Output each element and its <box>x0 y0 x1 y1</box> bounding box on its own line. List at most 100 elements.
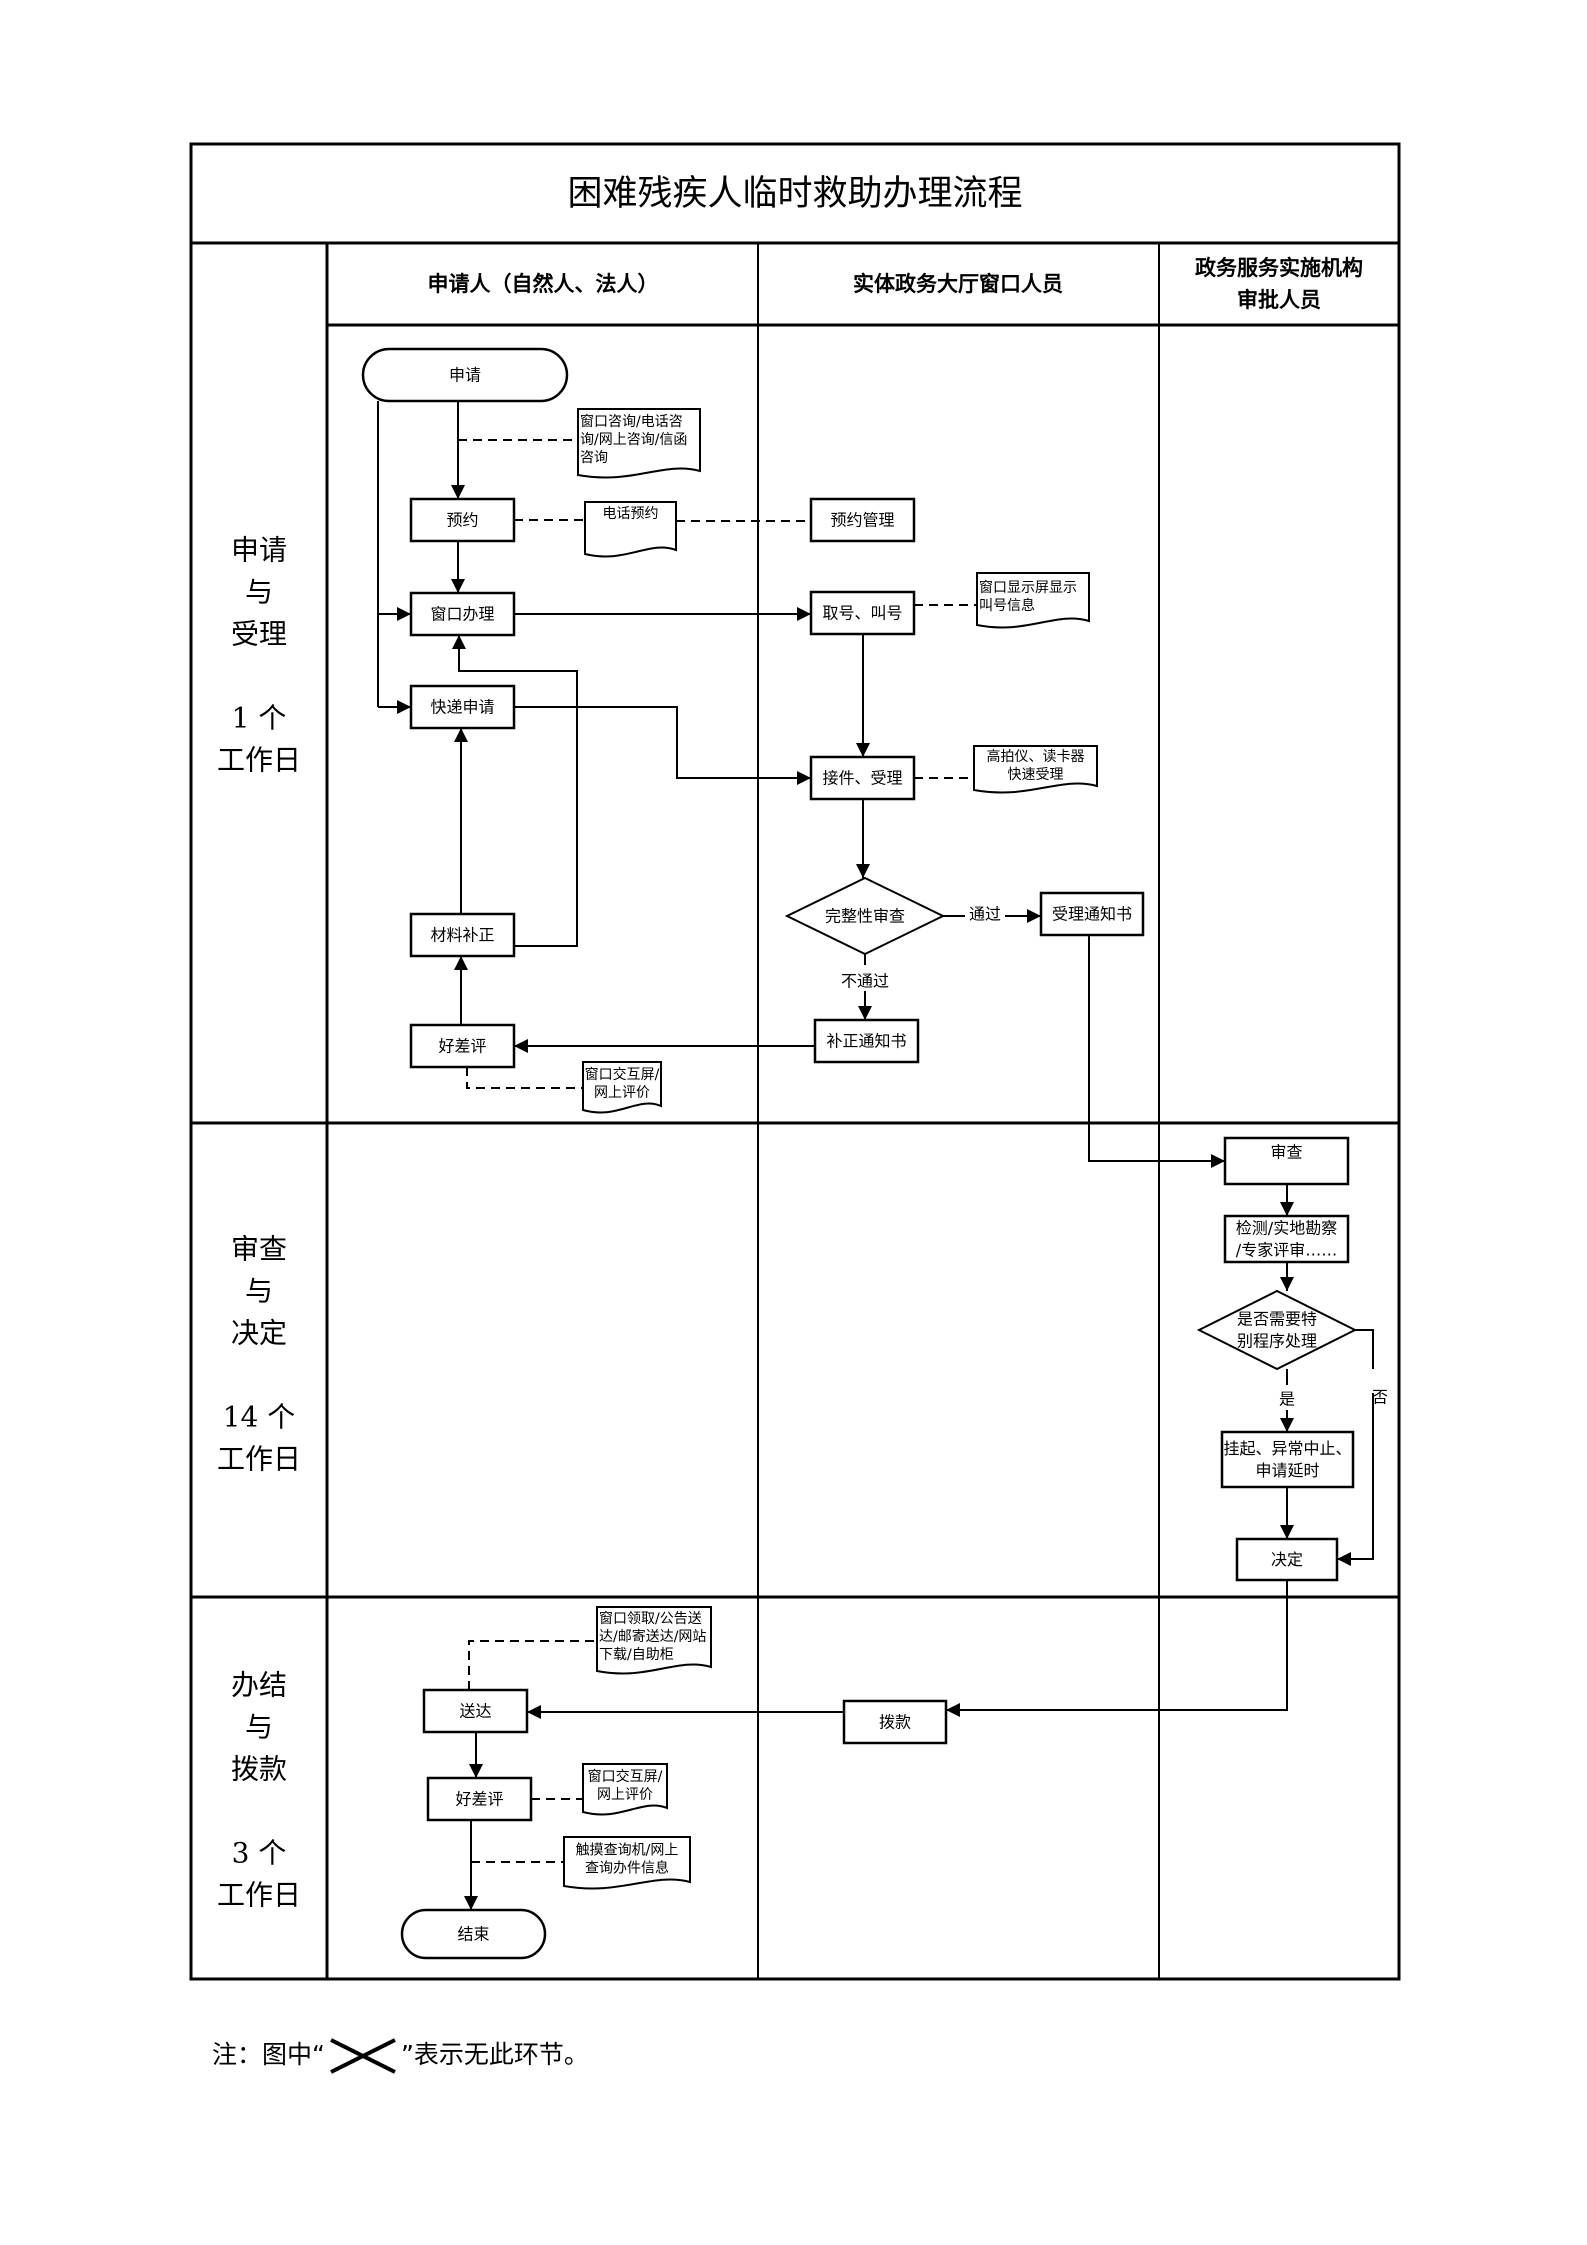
node-fix-notice: 补正通知书 <box>813 1018 920 1064</box>
process-shape <box>1223 1214 1350 1264</box>
document-phone-reserve: 电话预约 <box>584 501 677 558</box>
note-suffix: ”表示无此环节。 <box>400 2040 589 2069</box>
lane-header-window: 实体政务大厅窗口人员 <box>853 272 1063 296</box>
process-shape <box>409 1023 516 1069</box>
document-eval2: 窗口交互屏/网上评价 <box>582 1763 668 1816</box>
process-shape <box>409 684 516 730</box>
node-payment: 拨款 <box>842 1699 948 1745</box>
document-label: 叫号信息 <box>979 597 1035 614</box>
node-label: 快递申请 <box>430 698 494 717</box>
document-label: 咨询 <box>580 450 608 466</box>
document-label: 快速受理 <box>1008 767 1064 783</box>
node-take-number: 取号、叫号 <box>809 590 916 636</box>
phase-label: 3 个 <box>232 1837 287 1870</box>
process-shape <box>809 590 916 636</box>
edge-label-yes: 是 <box>1279 1390 1295 1409</box>
phase-label: 工作日 <box>217 1443 301 1476</box>
node-express-apply: 快递申请 <box>409 684 516 730</box>
edge-label-no: 否 <box>1372 1388 1388 1407</box>
phase-label: 与 <box>245 576 273 609</box>
node-receive: 接件、受理 <box>809 755 916 801</box>
process-shape <box>409 912 516 958</box>
edge-label-fail: 不通过 <box>841 972 889 991</box>
node-label: 申请 <box>449 366 481 385</box>
legend-note: 注：图中“ ”表示无此环节。 <box>212 2035 589 2076</box>
edge-express-to-receive <box>514 706 811 785</box>
node-accept-notice: 受理通知书 <box>1039 891 1145 937</box>
phase-label: 与 <box>245 1275 273 1308</box>
page-title: 困难残疾人临时救助办理流程 <box>567 174 1022 214</box>
document-shape <box>596 1606 712 1675</box>
document-label: 询/网上咨询/信函 <box>580 432 687 448</box>
document-label: 触摸查询机/网上 <box>576 1843 679 1859</box>
node-label: 拨款 <box>879 1713 911 1732</box>
node-label: 好差评 <box>455 1790 503 1809</box>
node-rating1: 好差评 <box>409 1023 516 1069</box>
cross-mark-icon <box>330 2038 396 2074</box>
document-shape <box>584 501 677 558</box>
document-label: 达/邮寄送达/网站 <box>599 1628 706 1645</box>
process-shape <box>409 591 516 637</box>
document-label: 窗口交互屏/ <box>588 1768 663 1785</box>
document-shape <box>582 1763 668 1816</box>
node-material-fix: 材料补正 <box>409 912 516 958</box>
process-shape <box>1220 1430 1355 1489</box>
document-shape <box>976 572 1090 629</box>
node-label: 受理通知书 <box>1052 905 1132 924</box>
node-label: 补正通知书 <box>826 1032 906 1051</box>
document-label: 窗口领取/公告送 <box>599 1610 702 1627</box>
document-shape <box>563 1836 691 1890</box>
decision-shape <box>1196 1289 1358 1371</box>
node-label: 材料补正 <box>430 926 494 945</box>
phase-label: 决定 <box>231 1317 287 1350</box>
document-label: 窗口咨询/电话咨 <box>580 413 683 430</box>
process-shape <box>1235 1537 1339 1582</box>
node-deliver: 送达 <box>422 1688 529 1734</box>
lane-header-applicant: 申请人（自然人、法人） <box>428 272 659 296</box>
swimlane-grid <box>189 142 1401 1981</box>
documents: 窗口咨询/电话咨询/网上咨询/信函咨询电话预约窗口显示屏显示叫号信息高拍仪、读卡… <box>563 408 1098 1890</box>
phase-label: 审查 <box>231 1233 287 1266</box>
phase-label: 拨款 <box>231 1753 287 1786</box>
node-label: 预约 <box>446 511 478 530</box>
node-label: 结束 <box>457 1925 489 1944</box>
document-shape <box>577 408 701 479</box>
edge-fix-to-window <box>452 635 578 947</box>
edge-special-no-a <box>1355 1329 1374 1369</box>
document-label: 高拍仪、读卡器 <box>987 748 1085 765</box>
node-label: 完整性审查 <box>825 907 905 926</box>
document-label: 电话预约 <box>603 506 659 522</box>
node-label: 接件、受理 <box>822 769 902 788</box>
edge-label-pass: 通过 <box>969 905 1001 924</box>
phase-label: 1 个 <box>232 702 287 735</box>
node-apply: 申请 <box>361 347 569 403</box>
process-shape <box>1223 1136 1350 1186</box>
node-window-handle: 窗口办理 <box>409 591 516 637</box>
lane-header-label: 审批人员 <box>1237 288 1321 312</box>
node-label: 审查 <box>1270 1143 1302 1162</box>
node-rating2: 好差评 <box>426 1776 533 1822</box>
phase-label: 14 个 <box>223 1401 296 1434</box>
dashed-eval1-link <box>466 1067 583 1089</box>
phase-label: 申请 <box>231 534 287 567</box>
edges <box>377 401 1374 1910</box>
phase-label: 办结 <box>231 1669 287 1702</box>
process-shape <box>409 497 516 543</box>
terminal-shape <box>400 1908 547 1960</box>
document-label: 查询办件信息 <box>585 1860 669 1877</box>
lane-header-label: 实体政务大厅窗口人员 <box>853 272 1063 296</box>
lane-header-label: 政务服务实施机构 <box>1195 256 1363 280</box>
edge-accept-to-review <box>1088 935 1225 1168</box>
note-prefix: 注：图中“ <box>212 2040 325 2069</box>
node-label: 送达 <box>459 1702 491 1721</box>
node-label: /专家评审…… <box>1236 1241 1337 1260</box>
node-reserve-mgmt: 预约管理 <box>809 497 916 543</box>
